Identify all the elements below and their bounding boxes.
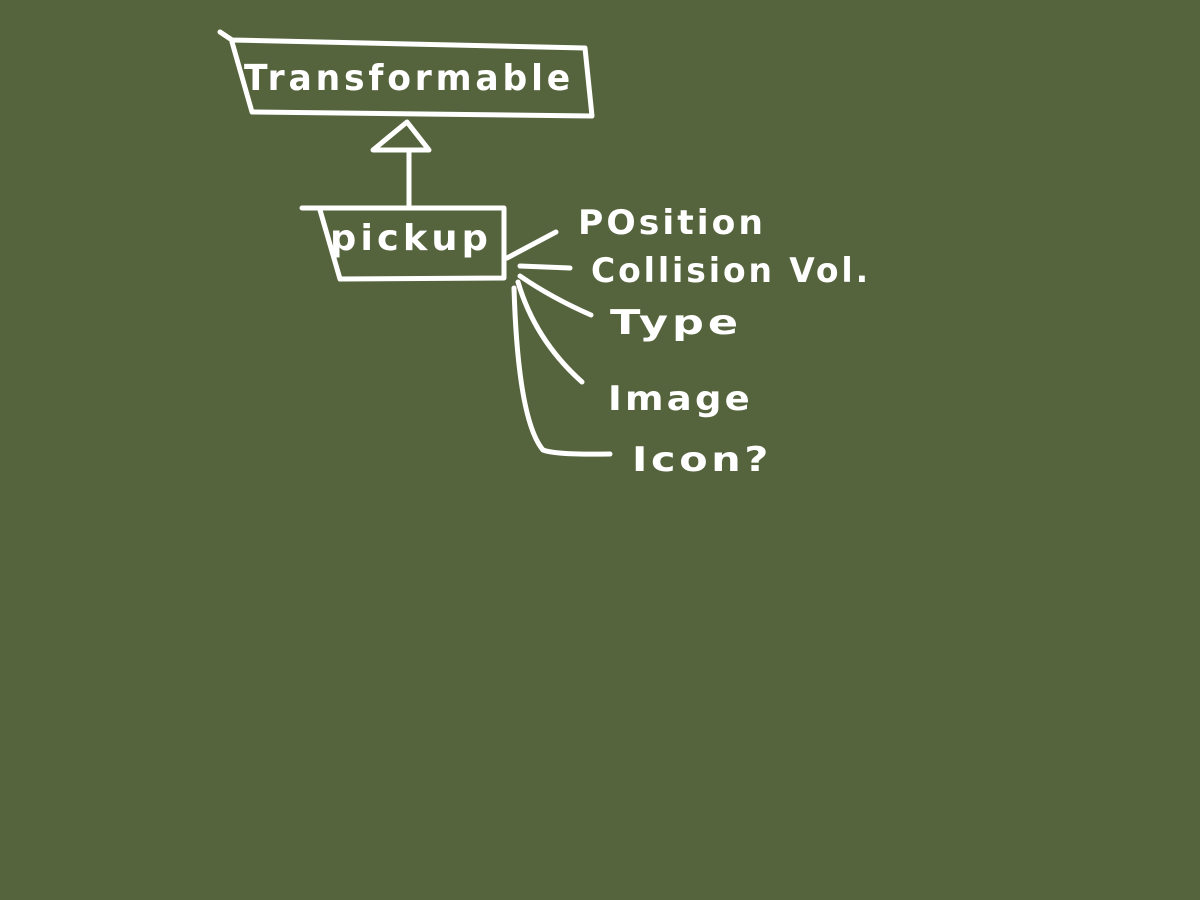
icon-connector xyxy=(511,285,613,457)
type-connector xyxy=(517,273,594,318)
image-connector xyxy=(515,279,585,385)
pickup-class-node: pickup xyxy=(299,205,507,282)
attribute-position: POsition xyxy=(578,203,766,243)
pickup-box-outline xyxy=(299,205,507,282)
attribute-image: Image xyxy=(608,379,753,419)
collision-vol-connector xyxy=(517,263,573,271)
attribute-icon: Icon? xyxy=(632,440,772,480)
pickup-label: pickup xyxy=(330,218,492,259)
transformable-class-node: Transformable xyxy=(217,29,595,119)
inheritance-arrowhead xyxy=(370,119,432,153)
position-connector xyxy=(504,229,559,261)
attribute-collision-vol: Collision Vol. xyxy=(591,251,871,291)
attribute-type: Type xyxy=(610,303,742,343)
attribute-labels: POsition Collision Vol. Type Image Icon? xyxy=(578,203,871,480)
inheritance-arrow xyxy=(370,119,432,208)
attribute-connectors xyxy=(504,229,613,457)
transformable-label: Transformable xyxy=(244,58,574,99)
transformable-box-outline xyxy=(217,29,595,119)
